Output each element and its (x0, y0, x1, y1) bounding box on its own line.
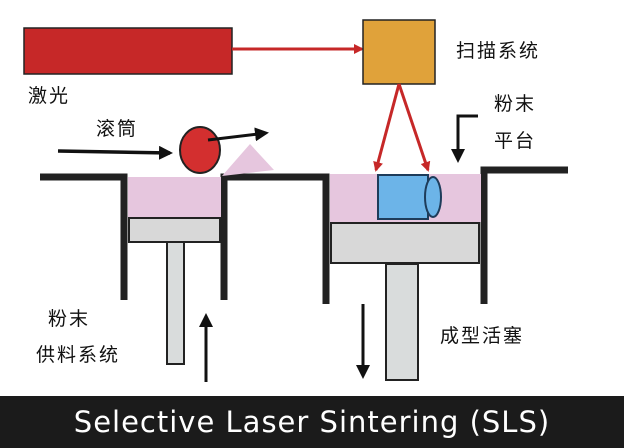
scanning-system-box (362, 19, 436, 85)
label-scanner: 扫描系统 (456, 40, 540, 62)
ground-middle (220, 173, 330, 304)
feed-powder (128, 177, 221, 217)
feed-piston-head (128, 217, 221, 243)
label-piston: 成型活塞 (440, 325, 524, 347)
footer-title: Selective Laser Sintering (SLS) (73, 405, 551, 439)
laser-source (23, 27, 233, 75)
roller (179, 126, 221, 174)
label-platform-1: 粉末 (494, 93, 536, 115)
label-platform-2: 平台 (494, 130, 536, 152)
laser-beam-down-left (373, 83, 401, 172)
label-feed-1: 粉末 (48, 308, 90, 330)
label-laser: 激光 (28, 85, 70, 107)
ground-right (480, 166, 568, 304)
roller-motion-arrow (207, 127, 269, 142)
sintered-part-body (377, 174, 429, 220)
roller-label-arrow (57, 145, 173, 160)
footer-banner: Selective Laser Sintering (SLS) (0, 396, 624, 448)
powder-mound (222, 144, 274, 176)
label-feed-2: 供料系统 (36, 344, 120, 366)
build-piston-rod (385, 263, 419, 381)
label-roller: 滚筒 (96, 118, 138, 140)
feed-piston-rod (166, 241, 185, 365)
laser-beam-down-right (397, 83, 431, 172)
platform-arrow (451, 114, 478, 163)
build-piston-head (330, 222, 480, 264)
ground-left (40, 173, 128, 300)
sintered-part-cap (424, 176, 442, 218)
